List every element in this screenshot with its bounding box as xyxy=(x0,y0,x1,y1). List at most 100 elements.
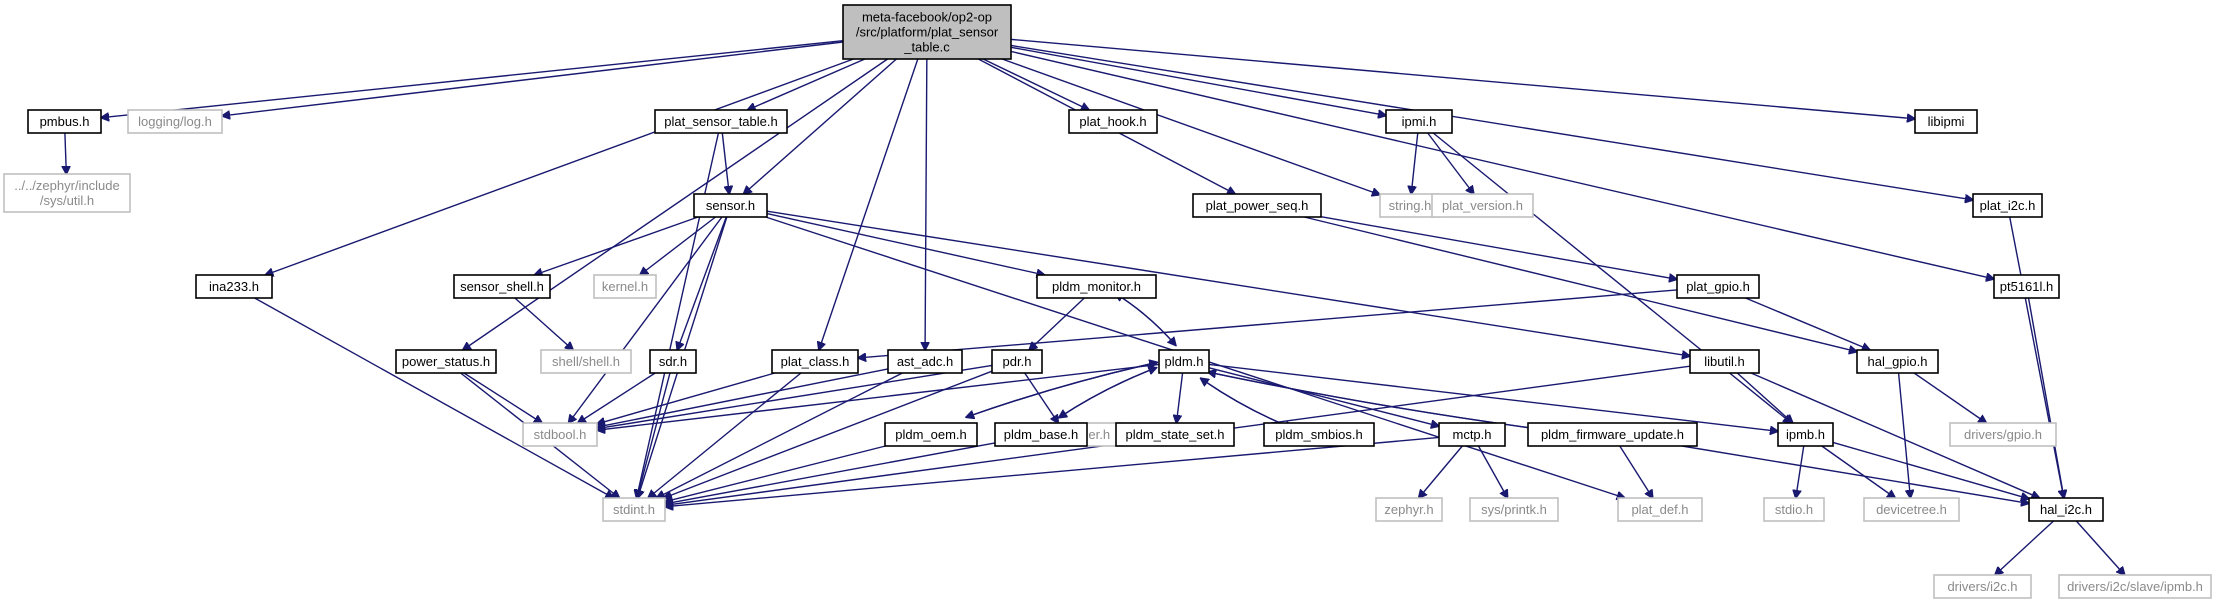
node-label-platdef: plat_def.h xyxy=(1631,502,1688,517)
node-label-platclass: plat_class.h xyxy=(781,354,850,369)
edge-ipmb-to-devicetree xyxy=(1821,445,1895,498)
node-box-platvhook xyxy=(1068,109,1158,134)
node-root[interactable]: meta-facebook/op2-op/src/platform/plat_s… xyxy=(842,4,1012,60)
node-box-platversion xyxy=(1431,193,1534,218)
node-label-i2cslaveipmb: drivers/i2c/slave/ipmb.h xyxy=(2067,579,2203,594)
node-platvhook[interactable]: plat_hook.h xyxy=(1068,109,1158,134)
node-box-shell xyxy=(540,349,632,374)
edge-pldm-to-mctp xyxy=(1208,367,1439,426)
edge-root-to-powerstatus xyxy=(463,58,888,350)
node-label-ipmi: ipmi.h xyxy=(1402,114,1437,129)
node-box-pldmstateset xyxy=(1115,422,1235,447)
node-sensor[interactable]: sensor.h xyxy=(693,193,768,218)
edge-mctp-to-zephyr xyxy=(1419,445,1463,498)
edge-plati2c-to-hali2c xyxy=(2009,216,2064,498)
edge-root-to-sensor xyxy=(744,58,897,194)
node-pdr[interactable]: pdr.h xyxy=(991,349,1043,374)
node-box-libipmi xyxy=(1914,109,1978,134)
node-platversion: plat_version.h xyxy=(1431,193,1534,218)
node-box-pldmbase xyxy=(994,422,1088,447)
node-label-printk: sys/printk.h xyxy=(1481,502,1547,517)
node-box-sysutil xyxy=(3,173,131,213)
node-platdef: plat_def.h xyxy=(1617,497,1703,522)
node-pldm[interactable]: pldm.h xyxy=(1158,349,1210,374)
node-ipmi[interactable]: ipmi.h xyxy=(1385,109,1453,134)
node-powerstatus[interactable]: power_status.h xyxy=(395,349,497,374)
file-nodes: meta-facebook/op2-op/src/platform/plat_s… xyxy=(3,4,2212,599)
node-plati2c[interactable]: plat_i2c.h xyxy=(1972,193,2043,218)
node-pldmstateset[interactable]: pldm_state_set.h xyxy=(1115,422,1235,447)
node-label-shell: shell/shell.h xyxy=(552,354,620,369)
node-label-pldmmonitor: pldm_monitor.h xyxy=(1052,279,1141,294)
node-platclass[interactable]: plat_class.h xyxy=(771,349,859,374)
node-libipmi[interactable]: libipmi xyxy=(1914,109,1978,134)
node-pt5161l[interactable]: pt5161l.h xyxy=(1993,274,2060,299)
edge-root-to-platsensortable xyxy=(747,58,866,110)
dependency-edges xyxy=(65,38,2125,575)
node-box-printk xyxy=(1469,497,1559,522)
node-box-pmbus xyxy=(27,109,102,134)
node-label-driversi2c: drivers/i2c.h xyxy=(1947,579,2017,594)
node-pmbus[interactable]: pmbus.h xyxy=(27,109,102,134)
node-libutil[interactable]: libutil.h xyxy=(1689,349,1760,374)
edge-pmbus-to-sysutil xyxy=(65,132,66,174)
node-label-stdbool: stdbool.h xyxy=(534,427,587,442)
edge-mctp-to-printk xyxy=(1477,445,1507,498)
node-astadc[interactable]: ast_adc.h xyxy=(887,349,963,374)
edge-sensor-to-sensorshell xyxy=(534,216,699,275)
edge-halgpio-to-driversgpio xyxy=(1913,372,1986,423)
node-platpowerseq[interactable]: plat_power_seq.h xyxy=(1192,193,1322,218)
edge-pldmmonitor-to-pdr xyxy=(1029,297,1085,350)
node-label-pldmsmbios: pldm_smbios.h xyxy=(1275,427,1362,442)
node-ipmb[interactable]: ipmb.h xyxy=(1777,422,1834,447)
edge-root-to-pmbus xyxy=(101,40,844,118)
edge-platpowerseq-to-halgpio xyxy=(1304,216,1857,352)
node-label-platvhook: plat_hook.h xyxy=(1079,114,1146,129)
edge-pldmmonitor-to-pldm xyxy=(1114,292,1175,345)
node-label-hali2c: hal_i2c.h xyxy=(2040,502,2092,517)
node-pldmmonitor[interactable]: pldm_monitor.h xyxy=(1036,274,1157,299)
node-box-platsensortable xyxy=(654,109,788,134)
node-mctp[interactable]: mctp.h xyxy=(1438,422,1506,447)
node-sdr[interactable]: sdr.h xyxy=(649,349,697,374)
node-label-pldmstateset: pldm_state_set.h xyxy=(1125,427,1224,442)
node-box-stdint xyxy=(602,497,666,522)
node-pldmoem[interactable]: pldm_oem.h xyxy=(884,422,978,447)
node-kernel: kernel.h xyxy=(593,274,657,299)
node-sensorshell[interactable]: sensor_shell.h xyxy=(453,274,551,299)
node-box-sdr xyxy=(649,349,697,374)
node-ina233[interactable]: ina233.h xyxy=(195,274,273,299)
node-box-driversi2c xyxy=(1933,574,2032,599)
edge-root-to-platvhook xyxy=(982,58,1089,110)
node-pldmsmbios[interactable]: pldm_smbios.h xyxy=(1263,422,1375,447)
node-stdbool: stdbool.h xyxy=(522,422,598,447)
edge-pldmbase-to-pldm xyxy=(1058,368,1157,419)
node-box-ipmi xyxy=(1385,109,1453,134)
edge-platclass-to-stdbool xyxy=(597,372,776,424)
node-label-pldmoem: pldm_oem.h xyxy=(895,427,967,442)
edge-ipmi-to-platversion xyxy=(1427,132,1474,194)
node-i2cslaveipmb: drivers/i2c/slave/ipmb.h xyxy=(2058,574,2212,599)
node-label-plati2c: plat_i2c.h xyxy=(1980,198,2036,213)
node-label-pldmbase: pldm_base.h xyxy=(1004,427,1078,442)
node-driversi2c: drivers/i2c.h xyxy=(1933,574,2032,599)
node-sysutil: ../../zephyr/include/sys/util.h xyxy=(3,173,131,213)
node-platgpio[interactable]: plat_gpio.h xyxy=(1676,274,1760,299)
edge-hali2c-to-i2cslaveipmb xyxy=(2075,520,2124,575)
edge-root-to-log xyxy=(222,41,844,116)
node-hali2c[interactable]: hal_i2c.h xyxy=(2028,497,2104,522)
node-pldmbase[interactable]: pldm_base.h xyxy=(994,422,1088,447)
edge-pdr-to-stdint xyxy=(664,370,993,498)
node-box-halgpio xyxy=(1856,349,1939,374)
edge-libutil-to-ipmb xyxy=(1736,372,1792,423)
node-pldmfw[interactable]: pldm_firmware_update.h xyxy=(1527,422,1698,447)
edge-astadc-to-stdint xyxy=(657,372,903,498)
node-label-ina233: ina233.h xyxy=(209,279,259,294)
edge-mctp-to-stdint xyxy=(665,436,1440,506)
edge-ina233-to-stdint xyxy=(254,297,614,498)
node-label-sensor: sensor.h xyxy=(706,198,755,213)
node-platsensortable[interactable]: plat_sensor_table.h xyxy=(654,109,788,134)
node-label-ipmb: ipmb.h xyxy=(1786,427,1825,442)
node-halgpio[interactable]: hal_gpio.h xyxy=(1856,349,1939,374)
edge-sensorshell-to-shell xyxy=(514,297,573,350)
